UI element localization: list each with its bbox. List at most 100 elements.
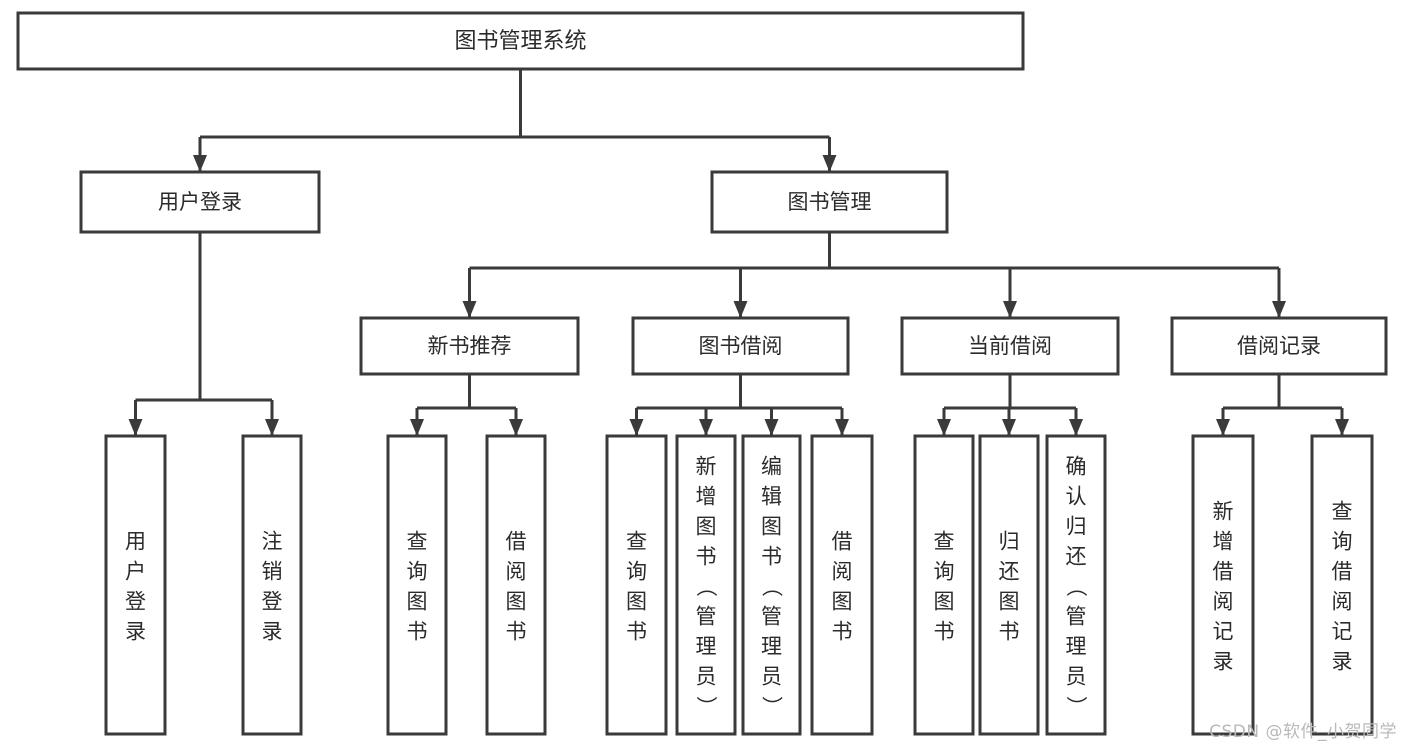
node-box-leaf-user-login <box>104 434 167 736</box>
node-box-leaf-query-book-borrow <box>605 434 668 736</box>
node-label-char: 阅 <box>1332 589 1353 613</box>
node-label-char: 图 <box>761 514 782 538</box>
node-label-char: 户 <box>125 559 146 583</box>
node-label-char: 询 <box>626 559 647 583</box>
node-label-char: 书 <box>696 544 717 568</box>
node-box-new-book-recommend <box>359 316 580 376</box>
node-box-book-borrow <box>631 316 850 376</box>
node-box-leaf-query-book-current <box>913 434 975 736</box>
csdn-watermark: CSDN @软件_小贺同学 <box>1209 722 1397 742</box>
node-label-char: 管 <box>1066 604 1087 628</box>
node-box-current-borrow <box>900 316 1120 376</box>
node-label-char: 新 <box>1213 499 1234 523</box>
node-label-book-borrow: 图书借阅 <box>699 334 783 358</box>
node-label-char: 注 <box>262 529 283 553</box>
node-new-book-recommend[interactable]: 新书推荐 <box>359 316 580 376</box>
node-label-char: 理 <box>761 634 782 658</box>
node-box-leaf-logout-login <box>241 434 303 736</box>
node-label-char: 图 <box>407 589 428 613</box>
node-box-leaf-borrow-book <box>810 434 874 736</box>
connector-layer <box>128 69 1349 436</box>
node-label-char: （ <box>760 576 784 597</box>
arrow-head-icon <box>1003 301 1017 318</box>
node-label-char: 新 <box>696 454 717 478</box>
arrow-head-icon <box>733 301 748 318</box>
node-label-char: 借 <box>1213 559 1234 583</box>
node-label-char: 书 <box>407 619 428 643</box>
arrow-head-icon <box>822 155 837 172</box>
arrow-head-icon <box>1272 301 1286 318</box>
node-box-leaf-query-book-recommend <box>386 434 448 736</box>
node-label-current-borrow: 当前借阅 <box>968 334 1052 358</box>
node-book-manage[interactable]: 图书管理 <box>710 170 949 234</box>
node-label-char: 图 <box>999 589 1020 613</box>
node-label-char: （ <box>1064 576 1088 597</box>
node-label-char: ） <box>694 696 718 717</box>
node-box-leaf-add-book-admin <box>675 434 737 736</box>
node-user-login[interactable]: 用户登录 <box>79 170 321 234</box>
node-label-char: 查 <box>934 529 955 553</box>
node-leaf-user-login[interactable]: 用户登录 <box>104 434 167 736</box>
arrow-head-icon <box>937 419 951 436</box>
node-label-char: 管 <box>696 604 717 628</box>
node-box-user-login <box>79 170 321 234</box>
node-box-leaf-edit-book-admin <box>741 434 802 736</box>
node-current-borrow[interactable]: 当前借阅 <box>900 316 1120 376</box>
arrow-head-icon <box>1335 419 1349 436</box>
node-label-char: 图 <box>626 589 647 613</box>
node-label-char: 询 <box>407 559 428 583</box>
node-label-char: 记 <box>1213 619 1234 643</box>
node-label-char: 认 <box>1066 484 1087 508</box>
node-label-char: 询 <box>934 559 955 583</box>
node-label-char: 录 <box>1332 649 1353 673</box>
node-label-char: 销 <box>262 559 283 583</box>
arrow-head-icon <box>1002 419 1016 436</box>
node-label-borrow-record: 借阅记录 <box>1237 334 1321 358</box>
node-root[interactable]: 图书管理系统 <box>16 11 1025 71</box>
node-label-char: ） <box>760 696 784 717</box>
arrow-head-icon <box>1216 419 1230 436</box>
node-label-char: 员 <box>1066 664 1087 688</box>
arrow-head-icon <box>835 419 849 436</box>
node-label-char: 书 <box>506 619 527 643</box>
arrow-head-icon <box>265 419 279 436</box>
node-label-char: 借 <box>1332 559 1353 583</box>
node-label-char: 编 <box>761 454 782 478</box>
arrow-head-icon <box>629 419 644 436</box>
node-label-char: 用 <box>125 529 146 553</box>
node-label-char: 图 <box>934 589 955 613</box>
arrow-head-icon <box>764 419 779 436</box>
node-borrow-record[interactable]: 借阅记录 <box>1170 316 1388 376</box>
node-label-char: 增 <box>696 484 717 508</box>
arrow-head-icon <box>509 419 523 436</box>
node-label-char: 书 <box>999 619 1020 643</box>
node-label-char: 员 <box>761 664 782 688</box>
node-label-char: 录 <box>125 619 146 643</box>
node-book-borrow[interactable]: 图书借阅 <box>631 316 850 376</box>
node-label-char: 录 <box>262 619 283 643</box>
node-box-leaf-borrow-book-recommend <box>485 434 547 736</box>
node-label-char: 登 <box>262 589 283 613</box>
node-label-char: 增 <box>1213 529 1234 553</box>
node-label-char: 阅 <box>832 559 853 583</box>
node-layer: 图书管理系统用户登录图书管理新书推荐图书借阅当前借阅借阅记录用户登录注销登录查询… <box>16 11 1388 736</box>
node-label-char: ） <box>1064 696 1088 717</box>
node-label-root: 图书管理系统 <box>454 29 586 54</box>
node-label-char: 图 <box>506 589 527 613</box>
node-label-char: 录 <box>1213 649 1234 673</box>
node-label-char: 查 <box>407 529 428 553</box>
node-box-root <box>16 11 1025 71</box>
